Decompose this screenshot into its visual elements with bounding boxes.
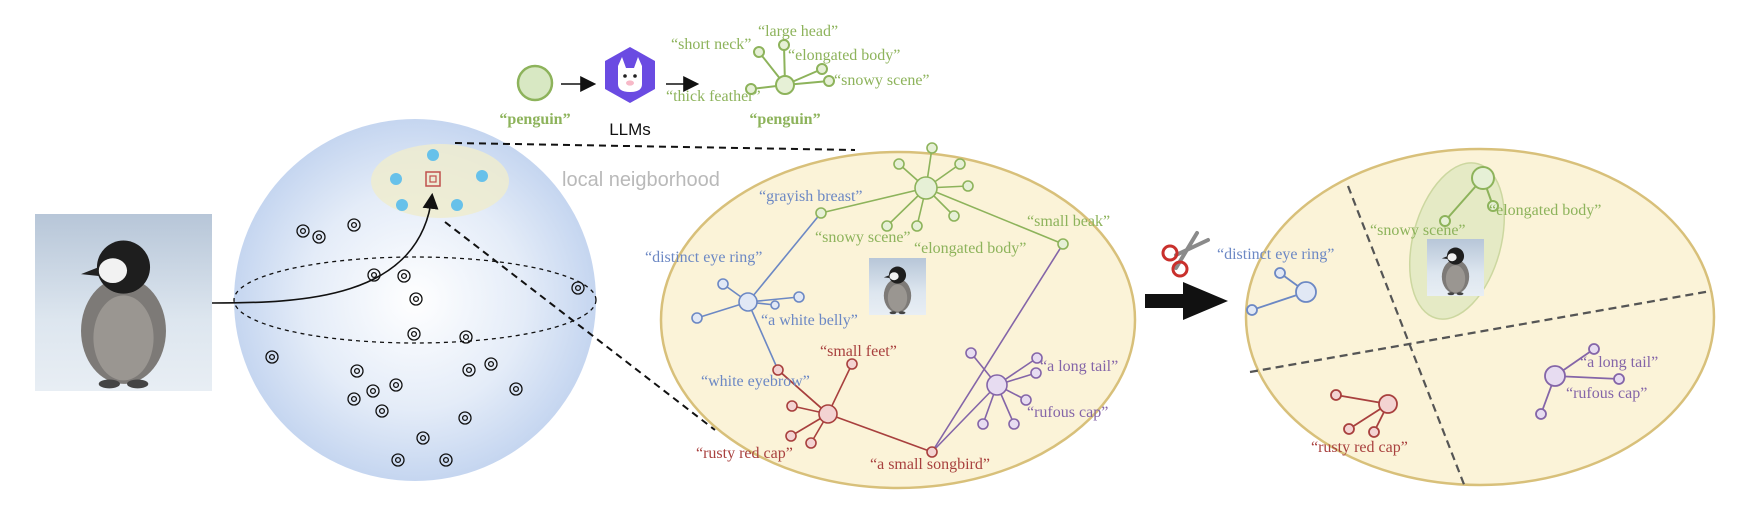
neighborhood-region: [371, 144, 509, 218]
label-long-tail: “a long tail”: [1040, 358, 1118, 375]
big-arrow: [1145, 282, 1228, 320]
label-small-feet: “small feet”: [820, 343, 897, 360]
image-to-embedding-arrow: [211, 192, 439, 304]
llm-label: LLMs: [609, 120, 651, 139]
label-white-eyebrow: “white eyebrow”: [701, 373, 810, 390]
attr-large-head: “large head”: [758, 23, 838, 40]
label-rufous-cap: “rufous cap”: [1027, 404, 1108, 421]
right-label-rusty-red-cap: “rusty red cap”: [1311, 439, 1408, 456]
label-white-belly: “a white belly”: [761, 312, 858, 329]
label-elongated-body: “elongated body”: [914, 240, 1026, 257]
attr-elongated-body: “elongated body”: [788, 47, 900, 64]
label-grayish-breast: “grayish breast”: [759, 188, 863, 205]
red-cluster: [772, 358, 938, 458]
label-small-beak: “small beak”: [1027, 213, 1110, 230]
penguin-attribute-graph: [745, 39, 835, 95]
llama-logo-icon: [605, 47, 655, 103]
attr-snowy-scene: “snowy scene”: [834, 72, 930, 89]
label-small-songbird: “a small songbird”: [870, 456, 990, 473]
right-label-long-tail: “a long tail”: [1580, 354, 1658, 371]
attr-thick-feather: “thick feather”: [666, 88, 761, 105]
right-blue-cluster: [1246, 267, 1317, 316]
right-purple-cluster: [1535, 343, 1625, 420]
neighborhood-graph-region: [659, 150, 1137, 490]
embedding-points: [265, 218, 585, 467]
penguin-node: [516, 64, 554, 102]
right-label-elongated-body: “elongated body”: [1489, 202, 1601, 219]
right-red-cluster: [1330, 389, 1398, 438]
neighborhood-label: local neigborhood: [562, 169, 720, 191]
zoom-line-bottom: [444, 221, 716, 431]
right-photo: [1427, 239, 1484, 296]
right-label-snowy-scene: “snowy scene”: [1370, 222, 1466, 239]
label-rusty-red-cap: “rusty red cap”: [696, 445, 793, 462]
right-label-distinct-eye-ring: “distinct eye ring”: [1217, 246, 1334, 263]
penguin-photo: [35, 214, 212, 391]
embedding-sphere: [233, 119, 597, 481]
attr-short-neck: “short neck”: [671, 36, 751, 53]
penguin-label: “penguin”: [499, 111, 570, 128]
blue-cluster: [691, 278, 805, 324]
scissors-icon: [1161, 231, 1210, 278]
purple-cluster: [965, 347, 1043, 430]
right-label-rufous-cap: “rufous cap”: [1566, 385, 1647, 402]
neighborhood-photo: [869, 258, 926, 315]
label-snowy-scene: “snowy scene”: [815, 229, 911, 246]
label-distinct-eye-ring: “distinct eye ring”: [645, 249, 762, 266]
green-cluster: [815, 142, 1069, 250]
zoom-line-top: [454, 142, 856, 151]
partitioned-region: [1244, 147, 1716, 488]
graph-penguin-label: “penguin”: [749, 111, 820, 128]
